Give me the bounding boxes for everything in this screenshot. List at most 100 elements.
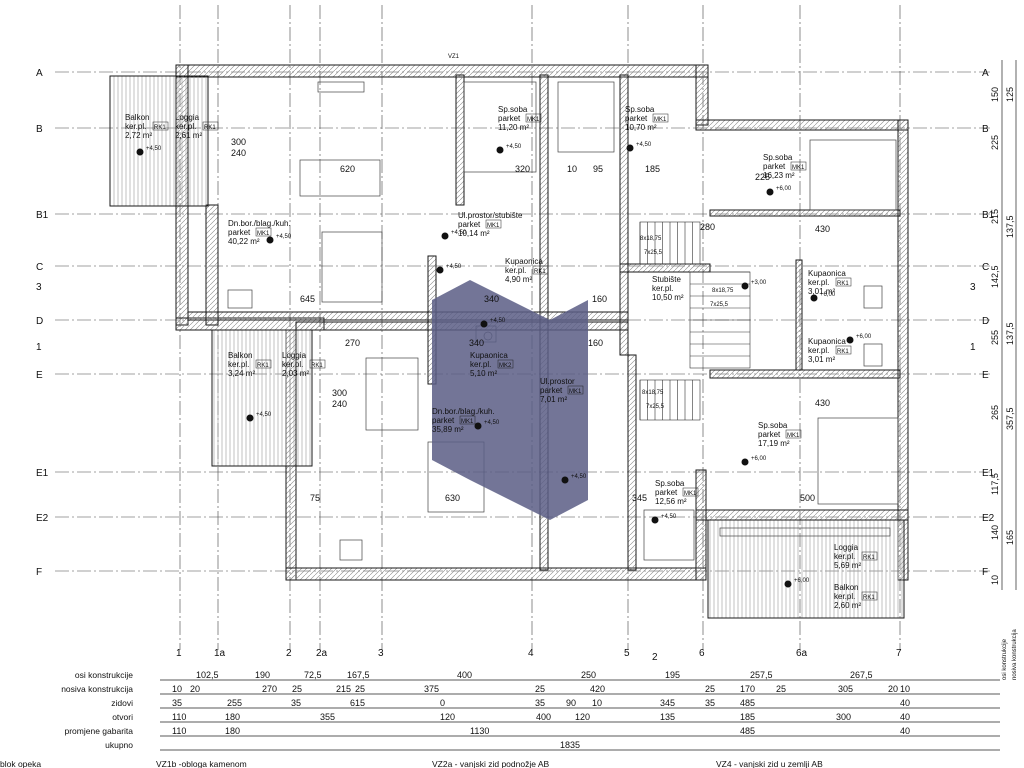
legend-item: VZ4 - vanjski zid u zemlji AB	[716, 759, 823, 768]
dimension-value: 135	[660, 712, 675, 722]
right-axis-caption-2: nosiva konstrukcija	[1012, 629, 1018, 680]
room-name: Sp.soba	[498, 105, 528, 114]
room-name: Balkon	[125, 113, 149, 122]
room-area: 2,61 m²	[175, 131, 202, 140]
dimension-value: 120	[440, 712, 455, 722]
dimension-value: 400	[536, 712, 551, 722]
dimension-value: 267,5	[850, 670, 873, 680]
material-tag-box	[255, 227, 272, 237]
dimension-value: 255	[227, 698, 242, 708]
axis-label-left: B	[36, 124, 43, 135]
dimension-value: 215	[336, 684, 351, 694]
axis-label-bottom: 7	[896, 648, 902, 659]
elevation-value: +6,00	[856, 334, 872, 340]
elevation-value: +4,50	[490, 318, 506, 324]
room-area: 12,56 m²	[655, 497, 687, 506]
room-floor: ker.pl.	[808, 278, 829, 287]
legend-item: VZ1b -obloga kamenom	[156, 759, 247, 768]
room-area: 3,01 m²	[808, 287, 835, 296]
dimension-value: 25	[535, 684, 545, 694]
elevation-value: +4,50	[446, 264, 462, 270]
dimension-value: 110	[172, 726, 186, 736]
material-tag-box	[785, 429, 802, 439]
room-floor: parket	[432, 416, 455, 425]
elevation-marker-icon	[766, 188, 774, 196]
room-name: Kupaonica	[808, 337, 846, 346]
room-floor: parket	[228, 228, 251, 237]
elevation-value: +6,00	[751, 456, 767, 462]
material-tag-box	[861, 591, 878, 601]
material-tag: RK1	[154, 125, 166, 131]
right-dimension: 125	[1005, 87, 1015, 102]
balcony-top-left	[109, 75, 209, 207]
room-name: Loggia	[282, 351, 307, 360]
material-tag-box	[790, 161, 807, 171]
room-floor: ker.pl.	[228, 360, 249, 369]
dimension-value: 35	[172, 698, 182, 708]
inner-dimension: 630	[445, 493, 460, 503]
dimension-row-label: ukupno	[105, 740, 133, 750]
dimension-value: 485	[740, 698, 755, 708]
stair-dimension: 7x25,5	[710, 302, 729, 308]
elevation-value: +4,50	[636, 142, 652, 148]
dimension-value: 20	[190, 684, 200, 694]
elevation-marker-icon	[496, 146, 504, 154]
elevation-marker-icon	[436, 266, 444, 274]
dimension-value: 10	[592, 698, 602, 708]
room-area: 2,60 m²	[834, 601, 861, 610]
dimension-value: 305	[838, 684, 853, 694]
inner-dimension: 300	[332, 388, 347, 398]
axis-label-bottom: 3	[378, 648, 384, 659]
room-floor: ker.pl.	[652, 284, 673, 293]
material-tag: MK1	[461, 419, 474, 425]
dimension-value: 195	[665, 670, 680, 680]
inner-dimension: 345	[632, 493, 647, 503]
room-name: Sp.soba	[758, 421, 788, 430]
material-tag-box	[532, 265, 549, 275]
room-area: 2,72 m²	[125, 131, 152, 140]
room-floor: ker.pl.	[470, 360, 491, 369]
axis-label-right: E2	[982, 513, 995, 524]
section-label-2: 2	[652, 652, 658, 663]
dimension-value: 40	[900, 698, 910, 708]
dimension-value: 1835	[560, 740, 580, 750]
room-floor: parket	[763, 162, 786, 171]
right-dimension: 265	[990, 405, 1000, 420]
axis-label-bottom: 1a	[214, 648, 226, 659]
axis-label-bottom: 6	[699, 648, 705, 659]
elevation-marker-icon	[651, 516, 659, 524]
elevation-value: +4,50	[451, 230, 467, 236]
room-name: Dn.bor./blag./kuh.	[432, 407, 495, 416]
furniture	[227, 81, 899, 561]
stair-dimension: 8x18,75	[640, 236, 662, 242]
right-dimension: 137,5	[1005, 322, 1015, 345]
room-name: Sp.soba	[763, 153, 793, 162]
axis-label-left: F	[36, 567, 42, 578]
dimension-value: 102,5	[196, 670, 219, 680]
elevation-marker-icon	[480, 320, 488, 328]
material-tag: MK1	[527, 117, 540, 123]
inner-dimension: 320	[515, 164, 530, 174]
inner-dimension: 10	[567, 164, 577, 174]
inner-dimension: 500	[800, 493, 815, 503]
axis-label-right: E1	[982, 468, 995, 479]
room-floor: ker.pl.	[834, 552, 855, 561]
room-floor: parket	[625, 114, 648, 123]
material-tag-box	[309, 359, 326, 369]
inner-dimension: 160	[592, 294, 607, 304]
room-name: Stubište	[652, 275, 681, 284]
right-dimension: 165	[1005, 530, 1015, 545]
axis-label-left: A	[36, 68, 43, 79]
material-tag: RK1	[863, 555, 875, 561]
inner-dimension: 340	[469, 338, 484, 348]
axis-label-left: E1	[36, 468, 49, 479]
